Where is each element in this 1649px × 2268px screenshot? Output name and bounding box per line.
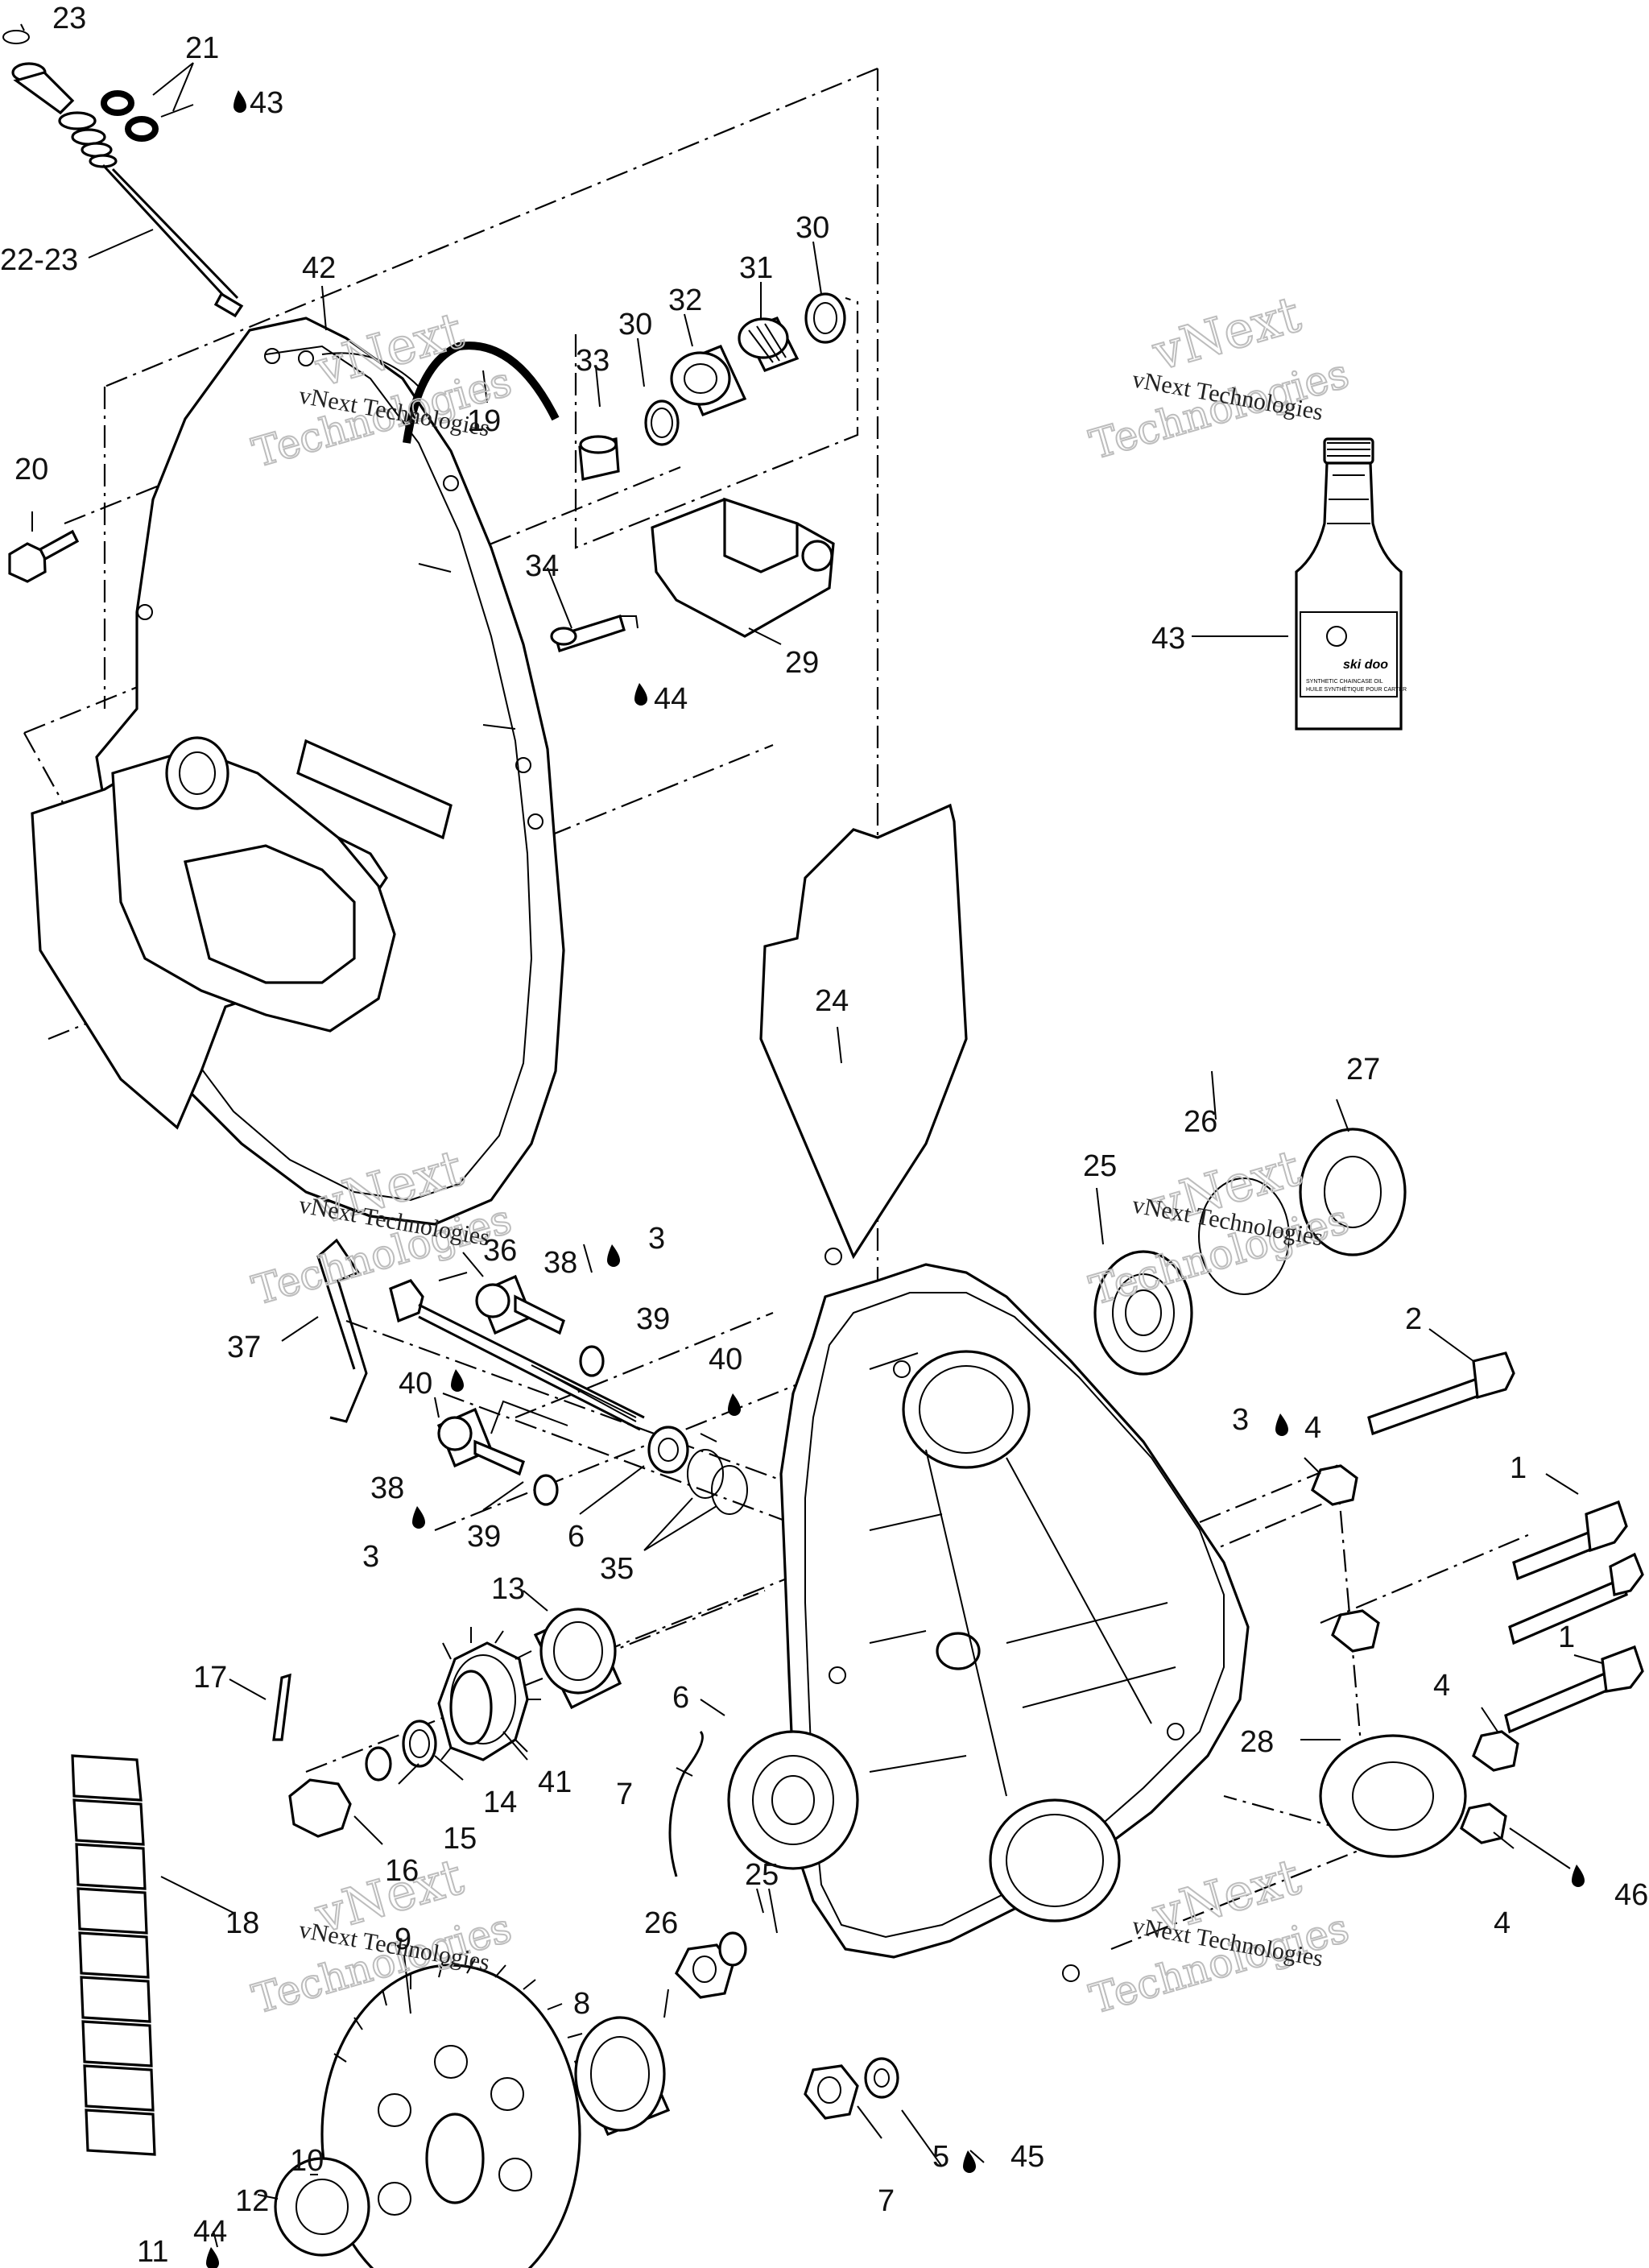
drive-chain [71, 1754, 156, 2156]
callout-18: 18 [225, 1906, 259, 1940]
oil-drop-icon [634, 683, 647, 706]
callout-26: 26 [1184, 1105, 1217, 1139]
callout-39: 39 [636, 1302, 670, 1336]
callout-36: 36 [483, 1234, 517, 1268]
chaincase-oil-bottle: ski doo SYNTHETIC CHAINCASE OIL HUILE SY… [1295, 437, 1407, 730]
callout-43: 43 [1151, 622, 1185, 656]
lower-drive-parts [274, 1730, 899, 2268]
oil-drop-icon [728, 1393, 741, 1416]
callout-1: 1 [1558, 1620, 1575, 1654]
callout-17: 17 [193, 1661, 227, 1695]
oil-drop-icon [451, 1369, 464, 1392]
upper-bearing-stack [550, 292, 846, 653]
callout-21: 21 [185, 31, 219, 65]
callout-4: 4 [1304, 1411, 1321, 1445]
vent-tube [403, 341, 560, 444]
watermark-top-right: vNext Technologies vNext Technologies [1084, 284, 1354, 470]
callout-25: 25 [745, 1858, 779, 1892]
callout-3: 3 [362, 1540, 379, 1574]
oil-drop-icon [412, 1506, 425, 1529]
leader-lines [20, 23, 1603, 2248]
callout-26: 26 [644, 1906, 678, 1940]
callout-46: 46 [1614, 1878, 1648, 1912]
callout-3: 3 [1232, 1403, 1249, 1437]
callout-38: 38 [370, 1471, 404, 1505]
tensioner-assembly [316, 1238, 748, 1515]
callout-38: 38 [543, 1246, 577, 1280]
callout-4: 4 [1433, 1669, 1450, 1703]
gear-assembly [272, 1608, 622, 1838]
callout-12: 12 [235, 2184, 269, 2218]
right-side-bearings [1093, 1128, 1467, 1858]
callout-4: 4 [1494, 1906, 1511, 1940]
callout-9: 9 [395, 1922, 411, 1956]
callout-33: 33 [576, 344, 610, 378]
chaincase-housing [759, 803, 1250, 1982]
callout-29: 29 [785, 646, 819, 680]
callout-37: 37 [227, 1331, 261, 1364]
callout-1: 1 [1510, 1451, 1527, 1485]
callout-34: 34 [525, 549, 559, 583]
callout-35: 35 [600, 1552, 634, 1586]
callout-40: 40 [709, 1343, 742, 1376]
watermark-bottom-right: vNext Technologies vNext Technologies [1084, 1846, 1354, 2024]
callout-16: 16 [385, 1854, 419, 1888]
bottle-label-line1: SYNTHETIC CHAINCASE OIL [1306, 679, 1383, 685]
oil-drop-icon [206, 2247, 219, 2268]
callout-44: 44 [193, 2215, 227, 2249]
callout-13: 13 [491, 1572, 525, 1606]
callout-6: 6 [672, 1681, 689, 1715]
bolt-20 [8, 529, 80, 583]
callout-25: 25 [1083, 1149, 1117, 1183]
callout-23: 23 [52, 2, 86, 35]
callout-14: 14 [483, 1786, 517, 1819]
callout-3: 3 [648, 1222, 665, 1256]
callout-19: 19 [467, 404, 501, 438]
callout-30: 30 [796, 211, 829, 245]
callout-6: 6 [568, 1520, 585, 1554]
callout-11: 11 [137, 2235, 168, 2268]
oil-drop-icon [963, 2150, 976, 2173]
callout-41: 41 [538, 1765, 572, 1799]
dipstick-assembly [2, 30, 244, 318]
callout-42: 42 [302, 251, 336, 285]
oil-drop-icon [1572, 1864, 1585, 1887]
callout-27: 27 [1346, 1053, 1380, 1086]
callout-39: 39 [467, 1520, 501, 1554]
callout-7: 7 [878, 2184, 895, 2218]
callout-30: 30 [618, 308, 652, 341]
callout-43: 43 [250, 86, 283, 120]
callout-7: 7 [616, 1778, 633, 1811]
callout-45: 45 [1010, 2140, 1044, 2174]
oil-drop-icon [607, 1244, 620, 1267]
callout-15: 15 [443, 1822, 477, 1856]
oil-drop-icon [234, 90, 246, 113]
callout-40: 40 [399, 1367, 432, 1401]
callout-24: 24 [815, 984, 849, 1018]
callout-5: 5 [932, 2140, 949, 2174]
bottle-brand-text: ski doo [1343, 658, 1388, 672]
callout-2: 2 [1405, 1302, 1422, 1336]
callout-22-23: 22-23 [0, 243, 78, 277]
oil-drop-icons [206, 90, 1585, 2268]
oring-23 [2, 30, 30, 44]
callout-31: 31 [739, 251, 773, 285]
chaincase-cover [31, 317, 565, 1226]
oil-drop-icon [1275, 1413, 1288, 1436]
callout-32: 32 [668, 284, 702, 317]
callout-8: 8 [573, 1987, 590, 2021]
callout-20: 20 [14, 453, 48, 486]
callout-10: 10 [290, 2144, 324, 2178]
callout-28: 28 [1240, 1725, 1274, 1759]
bottle-label-line2: HUILE SYNTHÉTIQUE POUR CARTER [1306, 685, 1407, 693]
callout-44: 44 [654, 682, 688, 716]
